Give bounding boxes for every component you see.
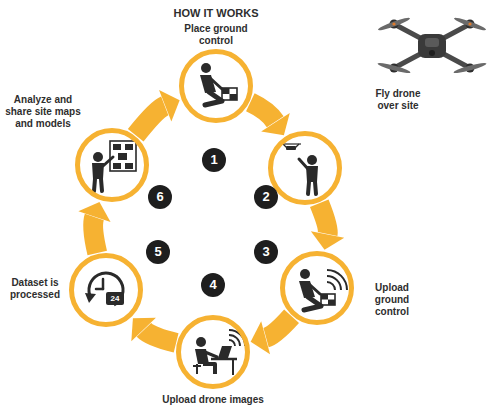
step-circle: Upload drone images (176, 315, 250, 389)
cycle-band (144, 330, 176, 343)
step-circle-outline (179, 49, 253, 123)
step-label: Analyze and share site maps and models (3, 94, 83, 130)
callout-number: 1 (202, 148, 226, 172)
arrow-head (159, 90, 180, 122)
step-circle-ring (78, 131, 147, 200)
clock-badge-text: 24 (106, 292, 124, 305)
step-label: Fly drone over site (368, 88, 428, 112)
step-circle-ring (271, 134, 340, 203)
upload-images-icon (193, 330, 245, 375)
clock-icon (85, 273, 124, 305)
arrow-head (311, 231, 344, 249)
step-circle-outline (280, 251, 354, 325)
arrow-head (131, 318, 156, 341)
cycle-arrow (131, 318, 176, 343)
cycle-arrow (311, 203, 344, 250)
cycle-band (93, 217, 97, 253)
cycle-arrow (250, 102, 289, 135)
cycle-arrow (136, 90, 180, 135)
step-circle-outline (69, 253, 143, 327)
drone-illustration (377, 16, 487, 75)
step-circle-ring (179, 318, 248, 387)
cycle-band (266, 316, 291, 337)
arrow-head (261, 113, 290, 135)
upload-target-icon (299, 269, 347, 310)
step-circle: Place ground control (179, 49, 253, 123)
arrow-head (251, 321, 270, 354)
step-label: Place ground control (180, 23, 252, 47)
cycle-arrow (251, 316, 292, 354)
step-label: Upload drone images (143, 394, 283, 406)
arrow-head (78, 202, 110, 222)
diagram-title: HOW IT WORKS (174, 7, 259, 19)
cycle-arrow (78, 202, 110, 253)
cycle-band (250, 102, 275, 121)
step-label: Dataset is processed (4, 277, 66, 301)
callout-number: 3 (254, 240, 278, 264)
step-circle-outline (75, 128, 149, 202)
place-target-icon (200, 63, 237, 105)
cycle-band (136, 106, 165, 135)
cycle-band (319, 203, 328, 234)
callout-number: 5 (146, 240, 170, 264)
step-circle: Analyze and share site maps and models (75, 128, 149, 202)
presenter-icon (92, 141, 136, 191)
step-disks (69, 49, 354, 389)
step-circle-ring (283, 254, 352, 323)
step-circle-outline (176, 315, 250, 389)
step-circle-outline (268, 131, 342, 205)
step-circle: Dataset is processed (69, 253, 143, 327)
step-circle-ring (72, 256, 141, 325)
callout-number: 2 (254, 185, 278, 209)
step-circle: Upload ground control (280, 251, 354, 325)
callout-number: 6 (148, 185, 172, 209)
step-circle-ring (182, 52, 251, 121)
pilot-icon (281, 144, 318, 194)
step-label: Upload ground control (365, 282, 420, 318)
callout-number: 4 (201, 273, 225, 297)
step-circle: Fly drone over site (268, 131, 342, 205)
